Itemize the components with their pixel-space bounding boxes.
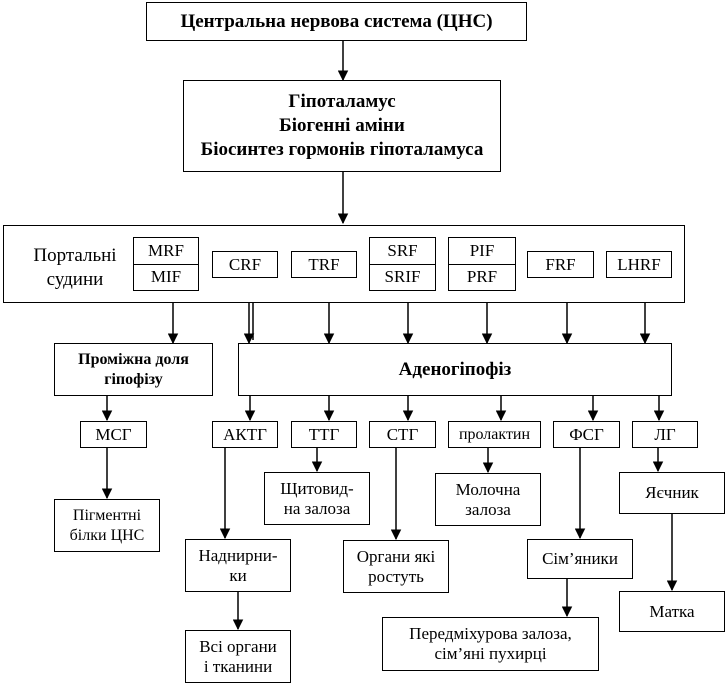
- factor-trf: TRF: [291, 251, 357, 278]
- factor-pif-prf: PIF PRF: [448, 237, 516, 291]
- target-ovary: Яєчник: [619, 472, 725, 514]
- factor-crf: CRF: [212, 251, 278, 278]
- factor-srf: SRF: [387, 240, 418, 260]
- factor-srf-srif: SRF SRIF: [369, 237, 436, 291]
- cns-box: Центральна нервова система (ЦНС): [146, 2, 527, 41]
- target-all-organs: Всі органи і тканини: [185, 630, 291, 683]
- hypothalamus-title: Гіпоталамус: [288, 91, 396, 112]
- target-mammary-gland: Молочна залоза: [435, 473, 541, 526]
- factor-mif: MIF: [134, 263, 198, 291]
- factor-pif: PIF: [469, 240, 495, 260]
- factor-prf: PRF: [449, 263, 515, 291]
- factor-frf: FRF: [527, 251, 594, 278]
- factor-lhrf: LHRF: [606, 251, 672, 278]
- target-testes: Сім’яники: [527, 539, 633, 579]
- target-uterus: Матка: [619, 591, 725, 632]
- hypothalamus-line3: Біосинтез гормонів гіпоталамуса: [200, 139, 484, 160]
- cns-label: Центральна нервова система (ЦНС): [180, 10, 493, 32]
- hormone-tsh: ТТГ: [291, 421, 357, 448]
- hormone-stg: СТГ: [369, 421, 436, 448]
- hypothalamus-line2: Біогенні аміни: [279, 115, 405, 136]
- factor-mrf-mif: MRF MIF: [133, 237, 199, 291]
- hypothalamus-box: Гіпоталамус Біогенні аміни Біосинтез гор…: [183, 80, 501, 172]
- factor-mrf: MRF: [148, 240, 184, 260]
- portal-vessels-label: Портальні судини: [33, 245, 117, 290]
- hormone-lh: ЛГ: [632, 421, 698, 448]
- target-pigment-proteins: Пігментні білки ЦНС: [54, 499, 160, 552]
- intermediate-lobe-box: Проміжна доля гіпофізу: [54, 343, 213, 396]
- hormone-msh: МСГ: [80, 421, 147, 448]
- target-thyroid: Щитовид- на залоза: [264, 472, 370, 525]
- factor-srif: SRIF: [370, 263, 435, 291]
- target-prostate: Передміхурова залоза, сім’яні пухирці: [382, 617, 599, 671]
- adenohypophysis-box: Аденогіпофіз: [238, 343, 672, 396]
- target-growing-organs: Органи які ростуть: [343, 540, 449, 593]
- hormone-prolactin: пролактин: [448, 421, 541, 448]
- target-adrenal: Наднирни- ки: [185, 539, 291, 592]
- hormone-fsh: ФСГ: [553, 421, 620, 448]
- hormone-acth: АКТГ: [212, 421, 278, 448]
